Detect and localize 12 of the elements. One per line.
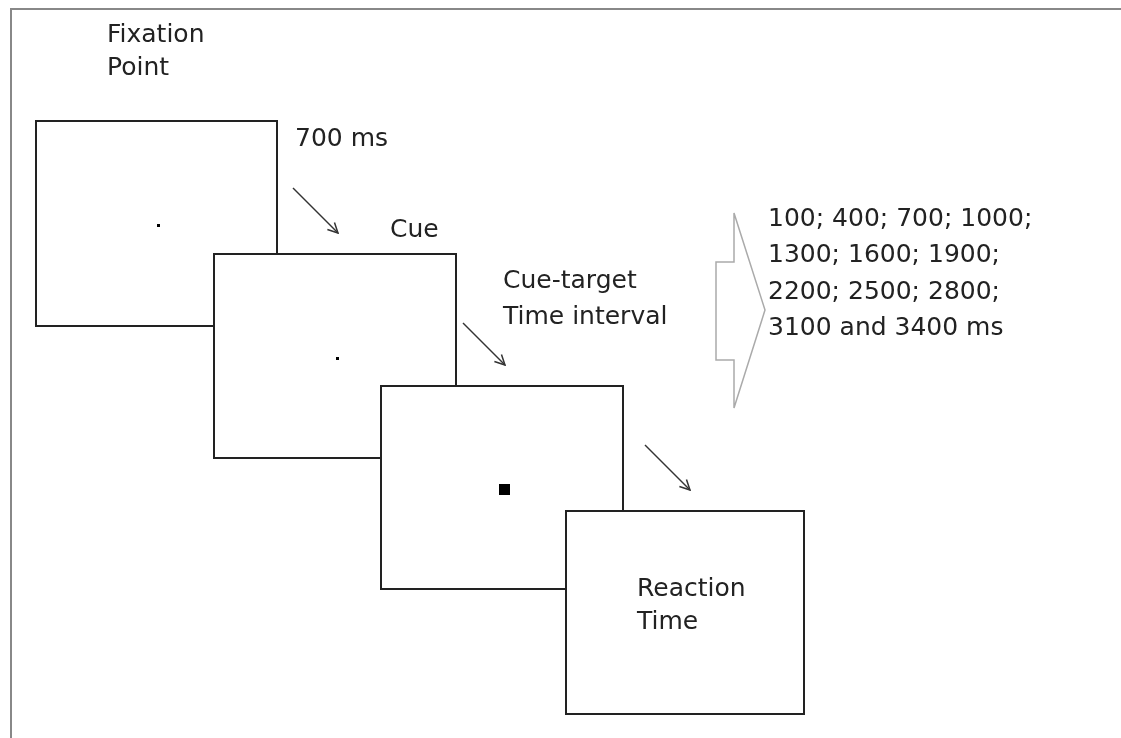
screen-heading: Cue [390,213,440,245]
screen-frame [565,510,805,715]
screen-label: Reaction Time [637,572,747,637]
interval-list: 100; 400; 700; 1000; 1300; 1600; 1900; 2200; 2500; 2800; 3100 and 3400 ms [768,200,1058,345]
hollow-arrow [715,212,766,409]
arrow [462,322,506,366]
duration-label: 700 ms [295,122,389,154]
screen-frame [380,385,624,590]
arrow [292,187,339,234]
interval-label: Cue-target Time interval [503,262,703,335]
arrow [644,444,691,491]
screen-heading: Fixation Point [107,18,206,83]
